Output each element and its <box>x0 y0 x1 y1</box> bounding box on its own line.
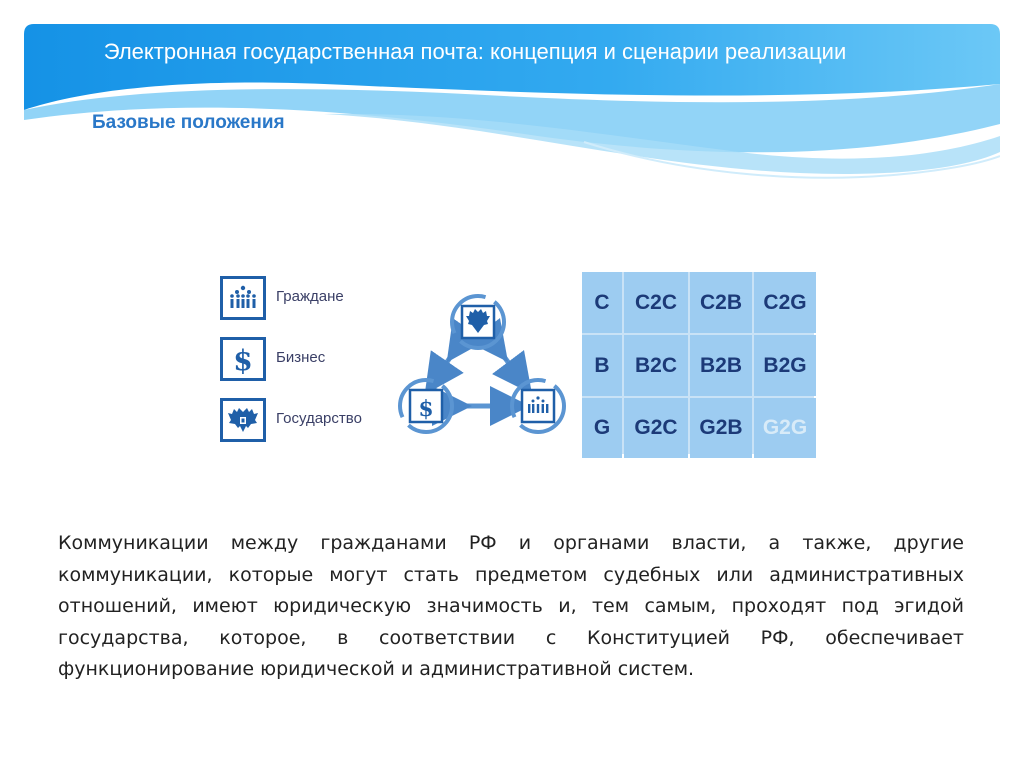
matrix-cell: B <box>582 335 622 396</box>
slide-subtitle: Базовые положения <box>92 112 285 133</box>
eagle-emblem-icon <box>228 408 258 432</box>
matrix-cell: B2G <box>754 335 816 396</box>
matrix-cell: G <box>582 398 622 458</box>
legend-icon-box: $ <box>220 337 266 381</box>
legend-label: Бизнес <box>276 349 326 366</box>
government-node <box>450 294 506 350</box>
legend-label: Граждане <box>276 288 344 305</box>
matrix-cell: C2C <box>624 272 688 333</box>
legend-item-government: Государство <box>220 398 400 446</box>
dollar-icon: $ <box>233 344 252 375</box>
header-wave-decoration <box>24 24 1000 179</box>
interaction-cycle-diagram: $ <box>398 294 566 434</box>
legend-item-citizens: Граждане <box>220 276 400 324</box>
matrix-cell: G2C <box>624 398 688 458</box>
matrix-cell: C <box>582 272 622 333</box>
svg-text:$: $ <box>233 344 252 375</box>
matrix-cell: B2B <box>690 335 752 396</box>
matrix-cell: C2B <box>690 272 752 333</box>
matrix-cell: C2G <box>754 272 816 333</box>
legend-icon-box <box>220 398 266 442</box>
communication-matrix: C C2C C2B C2G B B2C B2B B2G G G2C G2B G2… <box>582 272 816 458</box>
business-node: $ <box>398 378 454 434</box>
legend-item-business: $ Бизнес <box>220 337 400 385</box>
citizens-node <box>510 378 566 434</box>
svg-text:$: $ <box>418 396 433 422</box>
matrix-cell-highlight: G2G <box>754 398 816 458</box>
legend-icon-box <box>220 276 266 320</box>
matrix-cell: G2B <box>690 398 752 458</box>
body-paragraph: Коммуникации между гражданами РФ и орган… <box>58 532 964 680</box>
matrix-cell: B2C <box>624 335 688 396</box>
legend-label: Государство <box>276 410 362 427</box>
citizens-icon <box>230 285 256 308</box>
slide-title: Электронная государственная почта: конце… <box>103 39 847 64</box>
